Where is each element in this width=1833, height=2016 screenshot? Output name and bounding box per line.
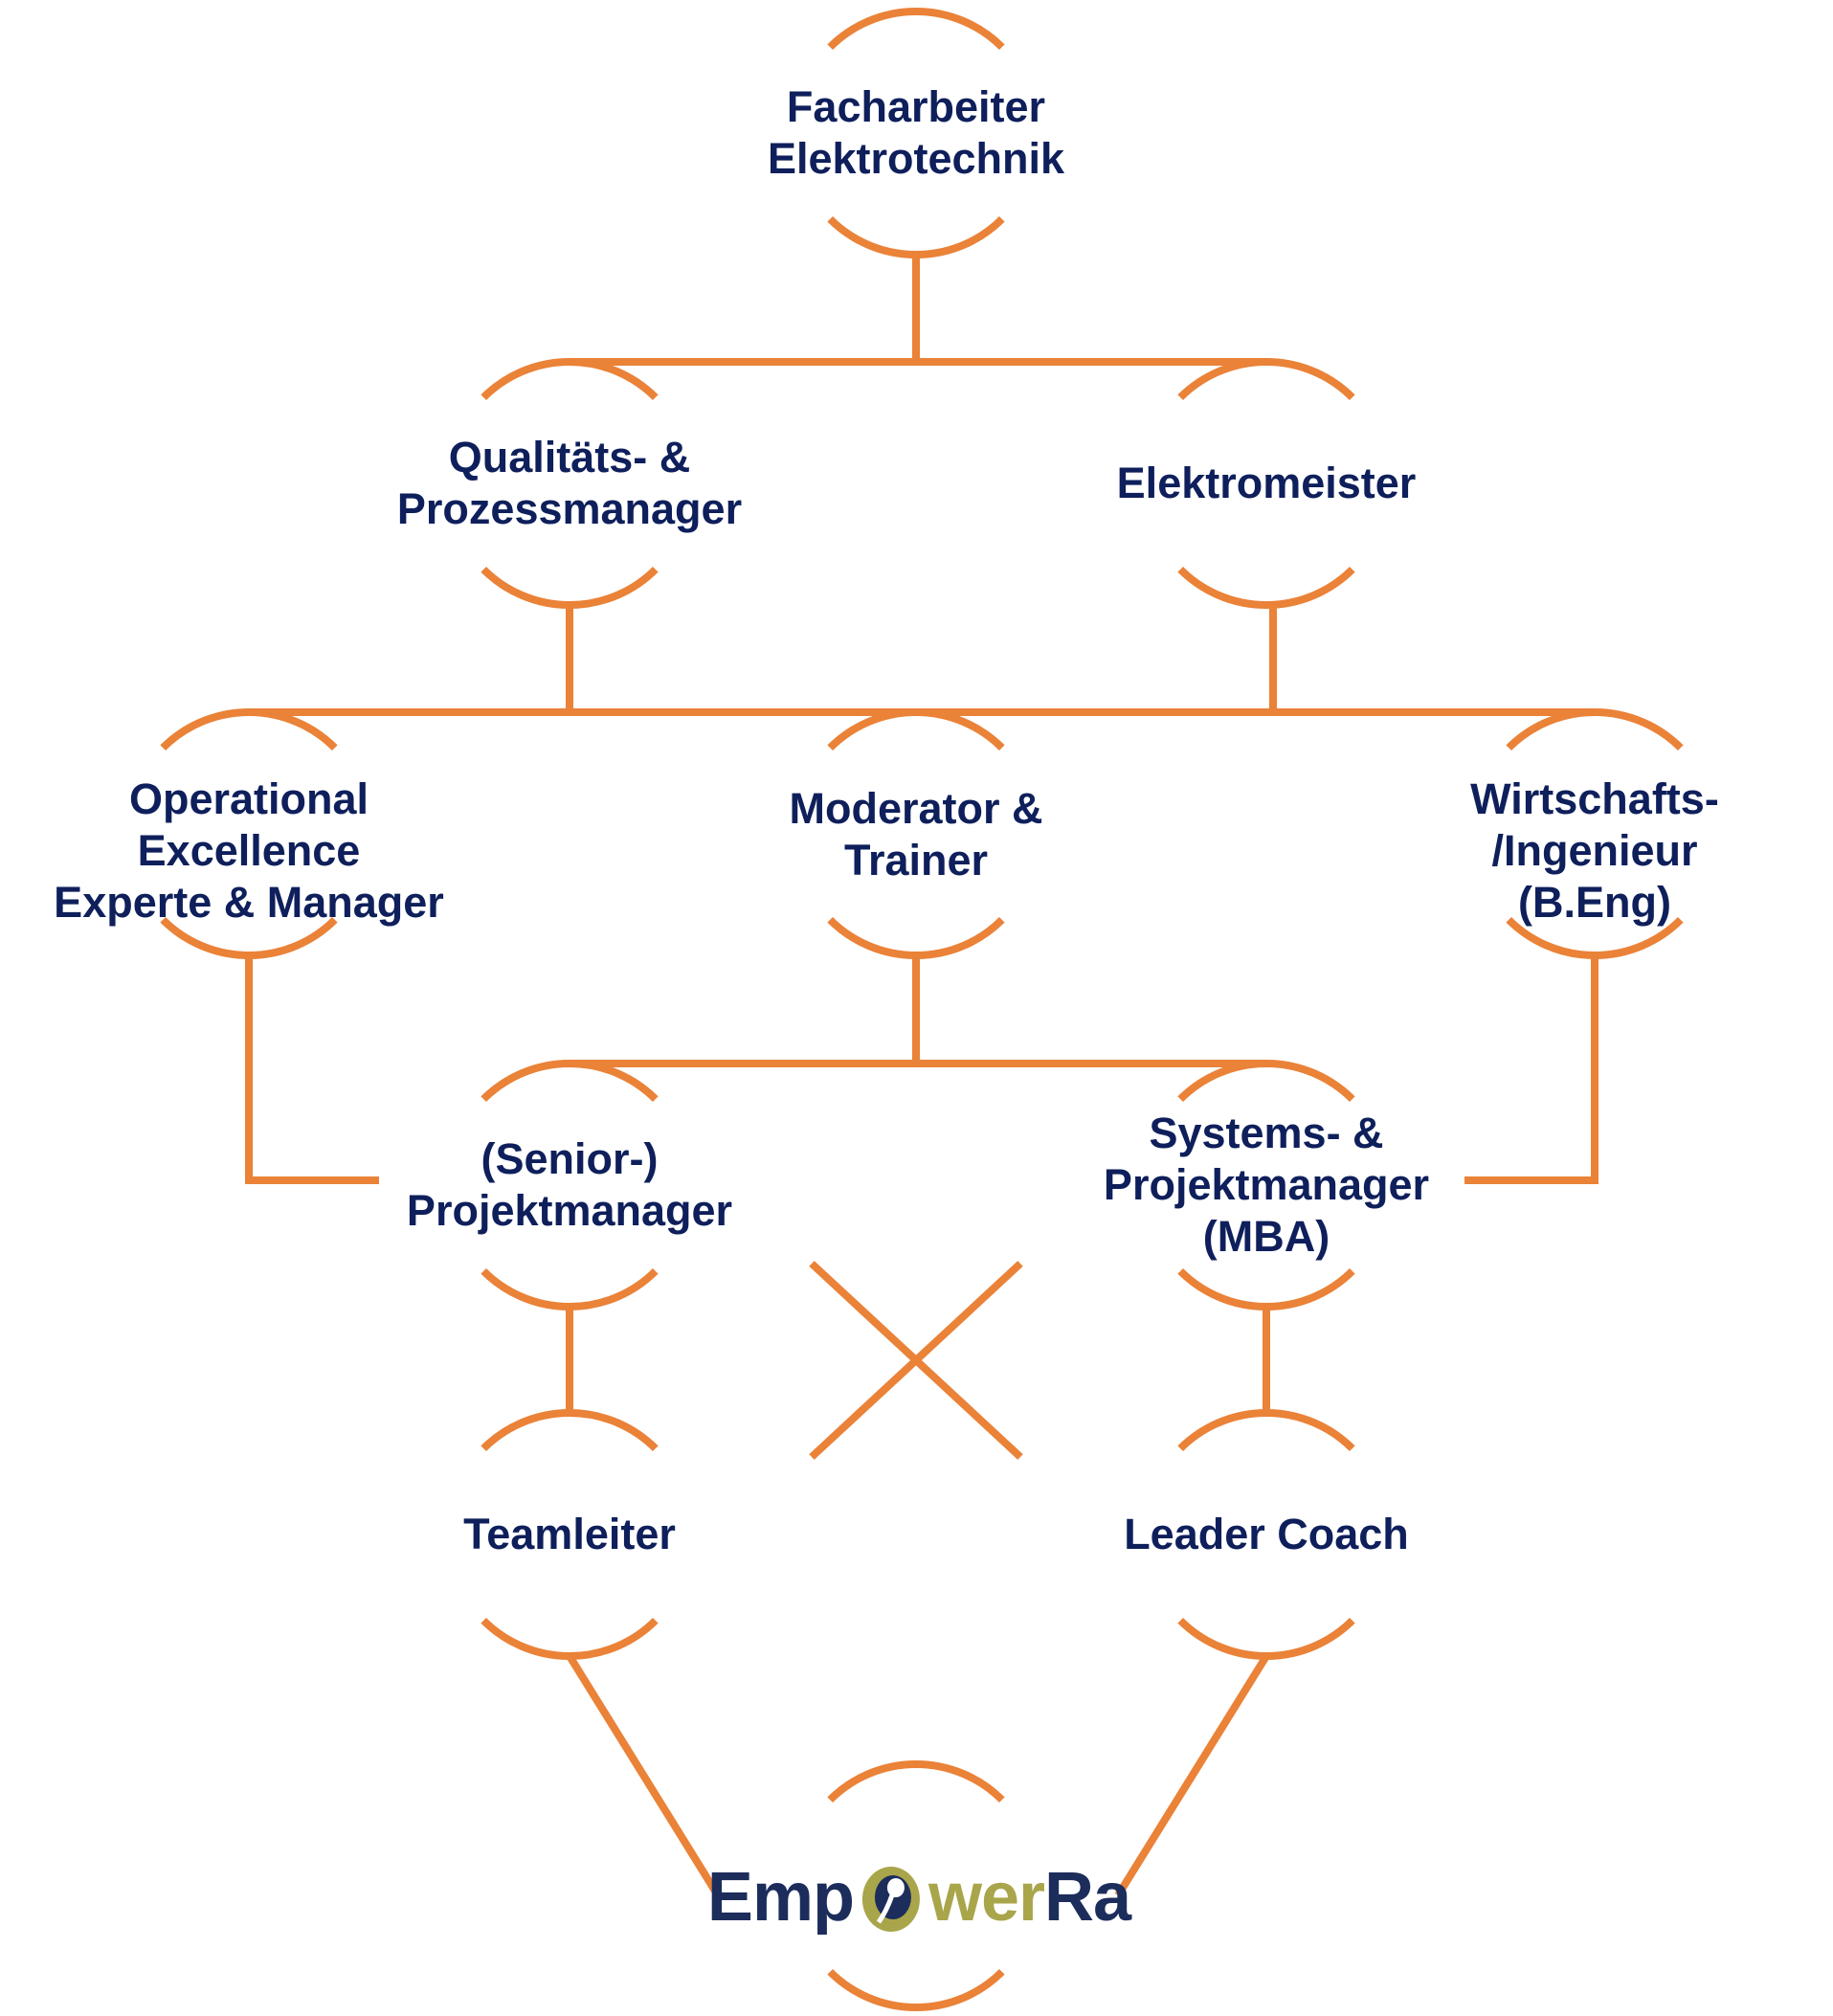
arc-top-senior [481,1060,659,1103]
arc-bottom-systems [1177,1267,1355,1310]
line-cross-b [809,1261,1023,1460]
arc-bottom-facharbeiter [827,215,1005,258]
node-teamleiter: Teamleiter [463,1510,676,1558]
line-opex-to-senior [245,955,379,1184]
arc-bottom-moderator [827,916,1005,959]
line-teamleiter-to-logo [566,1653,722,1898]
arc-top-facharbeiter [827,8,1005,51]
arc-top-systems [1177,1060,1355,1103]
arc-bottom-leader [1177,1617,1355,1660]
o-ring-logo-icon [861,1867,920,1932]
node-leader: Leader Coach [1124,1510,1409,1558]
arc-bottom-opex [160,916,338,959]
arc-bottom-empowerra [827,1968,1005,2011]
logo-text-emp: Emp [706,1859,855,1936]
arc-top-opex [160,708,338,751]
arc-top-wirtschafts [1506,708,1684,751]
arc-top-qualitaet [481,358,659,401]
arc-top-teamleiter [481,1409,659,1452]
arc-top-elektromeister [1177,358,1355,401]
line-wirtschafts-to-systems [1464,955,1598,1184]
arc-bottom-elektromeister [1177,566,1355,609]
node-moderator: Moderator &Trainer [789,784,1043,885]
arc-bottom-wirtschafts [1506,916,1684,959]
logo-text-ra: Ra [1044,1859,1131,1936]
arc-bottom-qualitaet [481,566,659,609]
node-systems: Systems- &Projektmanager(MBA) [1103,1109,1430,1261]
node-wirtschafts: Wirtschafts-/Ingenieur(B.Eng) [1470,774,1719,927]
arc-top-empowerra [827,1760,1005,1803]
logo-text-wer: wer [928,1859,1045,1936]
node-qualitaet: Qualitäts- &Prozessmanager [396,433,743,533]
arc-bottom-senior [481,1267,659,1310]
arc-top-leader [1177,1409,1355,1452]
node-elektromeister: Elektromeister [1116,459,1417,507]
node-arcs [160,8,1684,2011]
line-leader-to-logo [1114,1653,1270,1898]
node-senior: (Senior-)Projektmanager [406,1134,733,1235]
arc-top-moderator [827,708,1005,751]
empowerra-logo: Emp wer Ra [706,1858,1131,1937]
arc-bottom-teamleiter [481,1617,659,1660]
